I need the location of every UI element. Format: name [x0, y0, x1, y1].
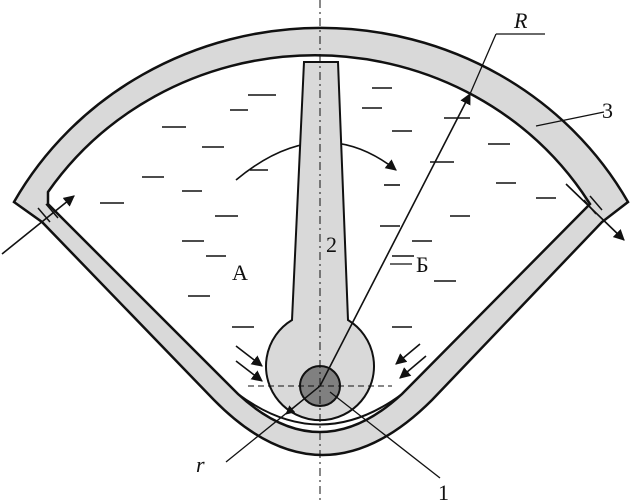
- radius-R-extension: [469, 33, 497, 95]
- outlet-arrow: [565, 183, 625, 241]
- inlet-port: [37, 203, 59, 223]
- chamber-floor: [237, 393, 403, 426]
- radius-r-arrow: [285, 385, 321, 415]
- label-B: Б: [416, 252, 429, 277]
- leader-3: [535, 111, 605, 127]
- label-r: r: [196, 452, 205, 477]
- radius-R-line: [319, 93, 471, 387]
- label-part-2: 2: [326, 232, 337, 257]
- flow-arrows: [235, 343, 427, 382]
- leader-1: [329, 391, 441, 479]
- inlet-arrow: [1, 195, 75, 255]
- label-R: R: [513, 8, 528, 33]
- housing-wall: [12, 26, 630, 457]
- liquid-dashes: [100, 87, 556, 328]
- label-A: А: [232, 260, 248, 285]
- label-part-1: 1: [438, 480, 449, 504]
- label-part-3: 3: [602, 98, 613, 123]
